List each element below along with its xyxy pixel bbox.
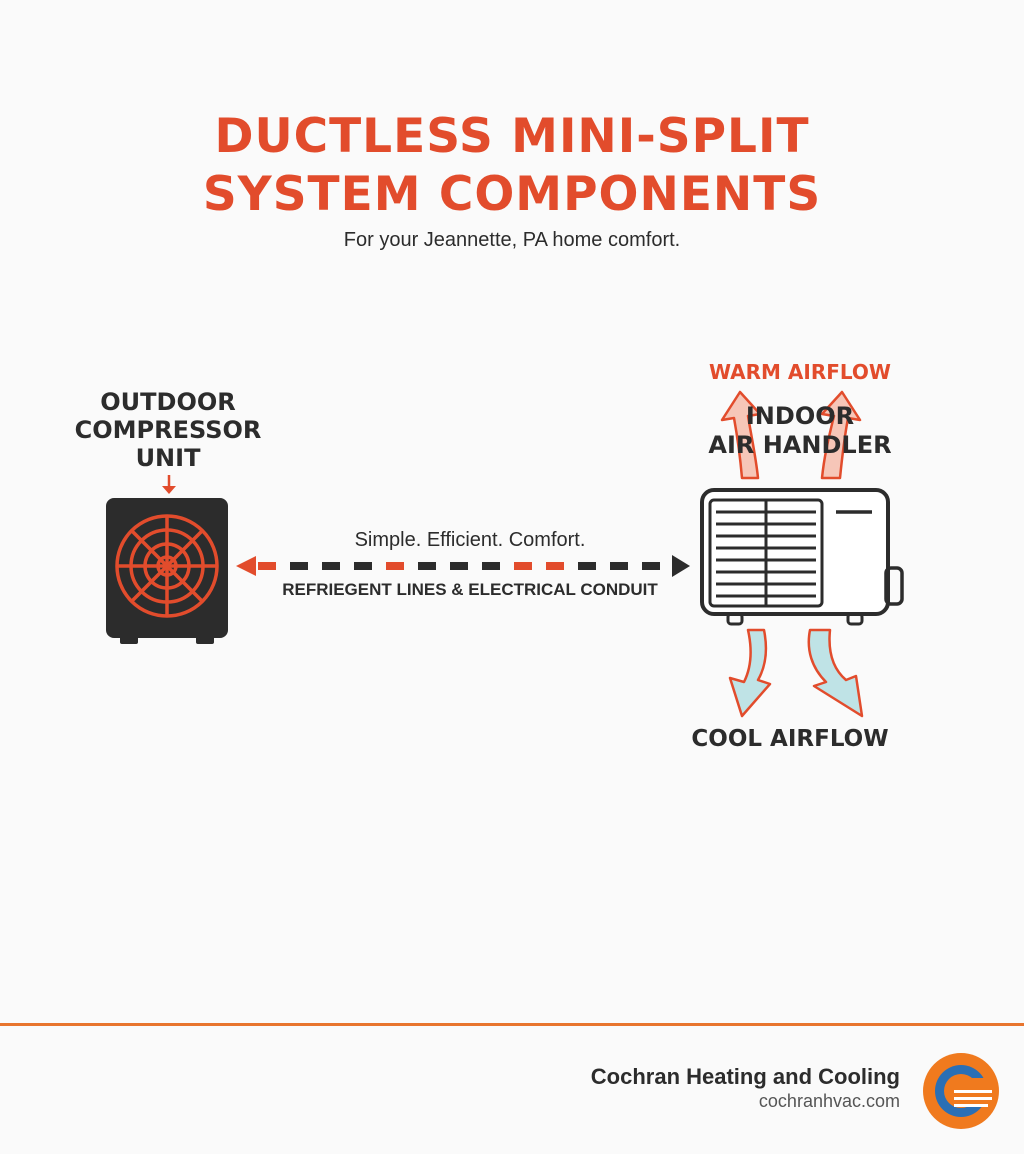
warm-airflow-arrows-icon bbox=[720, 390, 862, 480]
outdoor-label-line: UNIT bbox=[135, 444, 201, 472]
refrigerant-lines-label: REFRIEGENT LINES & ELECTRICAL CONDUIT bbox=[282, 580, 658, 599]
indoor-label-line: AIR HANDLER bbox=[708, 431, 892, 459]
refrigerant-line bbox=[236, 555, 690, 577]
pointer-arrow-icon bbox=[162, 475, 176, 494]
indoor-unit-label: INDOOR AIR HANDLER bbox=[690, 402, 910, 460]
cool-airflow-arrows-icon bbox=[728, 628, 864, 718]
page-title: DUCTLESS MINI-SPLIT SYSTEM COMPONENTS bbox=[0, 108, 1024, 224]
outdoor-label-line: OUTDOOR bbox=[100, 388, 236, 416]
outdoor-unit-label: OUTDOOR COMPRESSOR UNIT bbox=[60, 388, 276, 472]
footer-divider bbox=[0, 1023, 1024, 1026]
indoor-label-line: INDOOR bbox=[745, 402, 855, 430]
company-logo-icon bbox=[923, 1053, 999, 1129]
connection-tagline: Simple. Efficient. Comfort. bbox=[354, 529, 586, 551]
warm-airflow-label: WARM AIRFLOW bbox=[709, 360, 891, 384]
outdoor-unit-icon bbox=[106, 498, 228, 644]
company-url[interactable]: cochranhvac.com bbox=[758, 1091, 900, 1111]
title-line-2: SYSTEM COMPONENTS bbox=[202, 167, 822, 222]
left-arrowhead-icon bbox=[236, 556, 256, 576]
page-subtitle: For your Jeannette, PA home comfort. bbox=[343, 229, 681, 251]
right-arrowhead-icon bbox=[672, 555, 690, 577]
title-line-1: DUCTLESS MINI-SPLIT bbox=[214, 109, 810, 164]
outdoor-label-line: COMPRESSOR bbox=[74, 416, 262, 444]
company-name: Cochran Heating and Cooling bbox=[590, 1064, 900, 1089]
fan-grille-icon bbox=[115, 514, 219, 618]
indoor-unit-icon bbox=[700, 488, 904, 626]
cool-airflow-label: COOL AIRFLOW bbox=[691, 726, 889, 752]
